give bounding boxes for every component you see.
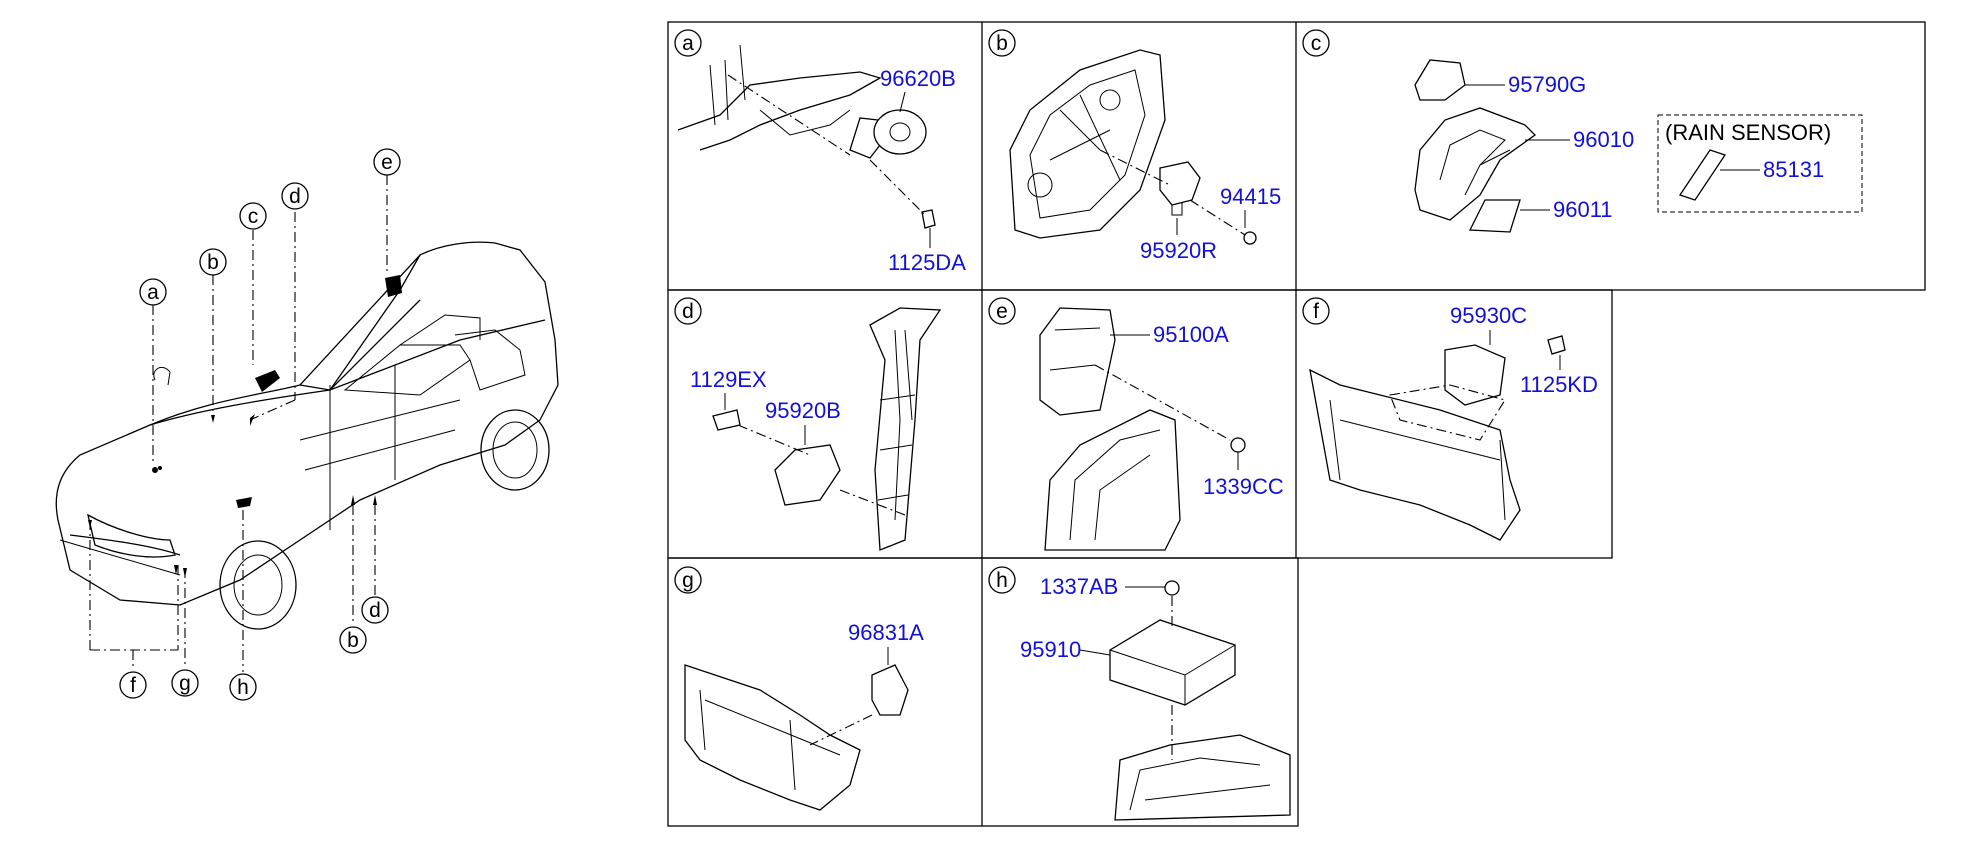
callout-c[interactable]: c — [239, 202, 267, 230]
panel-a-letter: a — [682, 32, 694, 55]
marker-h-shape — [236, 497, 252, 508]
nut-h-icon — [1164, 580, 1180, 596]
panel-e-letter: e — [996, 300, 1008, 323]
marker-c-shape — [255, 370, 280, 392]
panel-g-letter: g — [682, 569, 694, 592]
part-95100A[interactable]: 95100A — [1153, 322, 1229, 347]
panel-d-letter: d — [682, 300, 694, 323]
svg-text:b: b — [347, 629, 359, 652]
vehicle-overview: a b c d e f g h — [55, 148, 559, 701]
rain-sensor-note: (RAIN SENSOR) — [1665, 120, 1831, 145]
bolt-d-icon — [712, 409, 741, 431]
screw-icon — [1243, 231, 1257, 245]
panel-f-letter: f — [1313, 300, 1319, 323]
svg-text:d: d — [289, 185, 301, 208]
panel-b: b 94415 95920R — [988, 29, 1281, 263]
callout-g[interactable]: g — [171, 669, 199, 697]
part-96010[interactable]: 96010 — [1573, 127, 1634, 152]
part-95920R[interactable]: 95920R — [1140, 238, 1217, 263]
part-1129EX[interactable]: 1129EX — [690, 367, 767, 392]
control-module-icon — [1039, 307, 1116, 416]
side-sensor-icon — [774, 444, 841, 506]
front-end-illustration — [684, 664, 861, 811]
part-95930C[interactable]: 95930C — [1450, 303, 1527, 328]
rain-sensor-icon — [1678, 149, 1727, 201]
bolt-f-icon — [1547, 335, 1566, 355]
crash-sensor-icon — [871, 664, 909, 716]
part-1337AB[interactable]: 1337AB — [1040, 574, 1118, 599]
callout-b-bottom[interactable]: b — [339, 626, 367, 654]
part-96620B[interactable]: 96620B — [880, 66, 956, 91]
rain-sensor-inset — [1657, 114, 1863, 213]
svg-text:e: e — [381, 151, 393, 174]
airbag-module-icon — [1109, 619, 1236, 706]
part-95790G[interactable]: 95790G — [1508, 72, 1586, 97]
b-pillar-illustration — [869, 307, 942, 551]
part-94415[interactable]: 94415 — [1220, 184, 1281, 209]
panel-c: c 95790G 96010 96011 (RAIN SENSOR) 85131 — [1302, 29, 1863, 233]
panel-f: f 95930C 1125KD — [1302, 297, 1598, 541]
part-1125DA[interactable]: 1125DA — [888, 250, 966, 275]
svg-text:g: g — [179, 672, 191, 695]
bolt-icon — [921, 209, 936, 229]
panel-a: a 96620B 1125DA — [674, 29, 966, 275]
camera-cover-lower-icon — [1468, 199, 1521, 233]
mirror-bracket-illustration — [1414, 107, 1537, 221]
svg-text:b: b — [207, 251, 219, 274]
marker-e-shape — [385, 275, 402, 297]
panel-c-letter: c — [1311, 32, 1322, 55]
vehicle-illustration — [55, 241, 559, 630]
svg-text:c: c — [248, 205, 259, 228]
callout-d-bottom[interactable]: d — [361, 596, 389, 624]
callout-h[interactable]: h — [229, 673, 257, 701]
callout-e[interactable]: e — [373, 148, 401, 176]
svg-text:h: h — [237, 676, 249, 699]
callout-f[interactable]: f — [119, 671, 147, 699]
part-96831A[interactable]: 96831A — [848, 620, 924, 645]
part-95920B[interactable]: 95920B — [765, 398, 841, 423]
panel-h-letter: h — [996, 569, 1008, 592]
part-85131[interactable]: 85131 — [1763, 157, 1824, 182]
callout-b-top[interactable]: b — [199, 248, 227, 276]
panel-e: e 95100A 1339CC — [988, 297, 1284, 551]
svg-text:f: f — [130, 674, 136, 697]
panel-h: h 1337AB 95910 — [988, 566, 1291, 821]
panel-grid — [667, 21, 1926, 827]
callout-d-top[interactable]: d — [281, 182, 309, 210]
floor-tunnel-illustration — [1114, 734, 1291, 821]
radiator-support-illustration — [1309, 368, 1521, 541]
svg-text:a: a — [147, 281, 159, 304]
camera-cover-icon — [1414, 59, 1466, 101]
door-panel-illustration — [1009, 49, 1166, 239]
callout-a[interactable]: a — [139, 278, 167, 306]
door-sensor-icon — [1159, 161, 1201, 206]
part-1339CC[interactable]: 1339CC — [1203, 474, 1284, 499]
panel-g: g 96831A — [674, 566, 924, 811]
nut-icon — [1230, 437, 1246, 453]
svg-text:d: d — [369, 599, 381, 622]
panel-d: d 1129EX 95920B — [674, 297, 942, 551]
part-96011[interactable]: 96011 — [1553, 197, 1613, 222]
part-1125KD[interactable]: 1125KD — [1520, 372, 1598, 397]
panel-b-letter: b — [996, 32, 1008, 55]
front-sensor-icon — [1444, 344, 1506, 406]
wheelhouse-illustration — [1044, 409, 1181, 551]
part-95910[interactable]: 95910 — [1020, 637, 1081, 662]
horn-icon — [849, 109, 927, 159]
